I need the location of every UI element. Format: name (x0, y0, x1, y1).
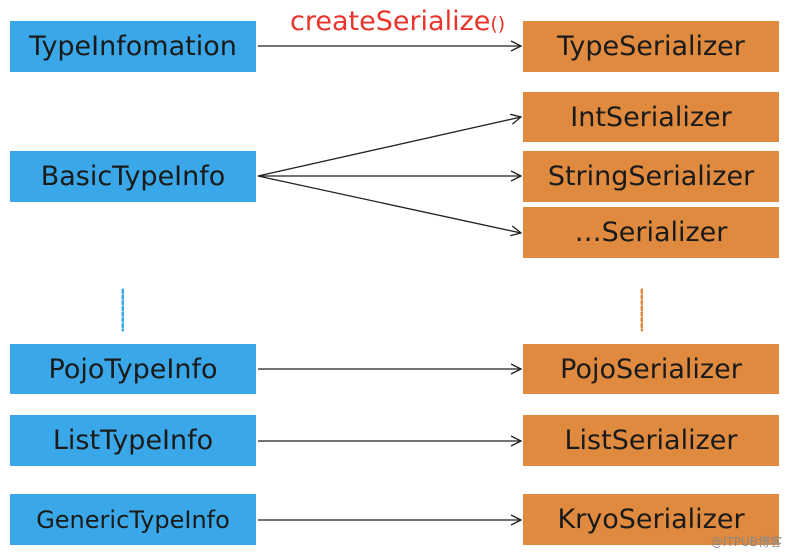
node-pojotypeinfo: PojoTypeInfo (10, 344, 256, 394)
node-intserializer: IntSerializer (523, 92, 779, 142)
watermark: @ITPUB博客 (710, 535, 782, 549)
create-serialize-text: createSerialize (290, 6, 491, 37)
create-serialize-parens: () (490, 13, 506, 35)
node-listserializer: ListSerializer (523, 415, 779, 466)
node-ellipsis-serializer: …Serializer (523, 207, 779, 258)
node-generictypeinfo: GenericTypeInfo (10, 494, 256, 545)
left-continuation-dots (121, 288, 124, 332)
node-kryoserializer: KryoSerializer (523, 494, 779, 545)
node-pojoserializer: PojoSerializer (523, 344, 779, 394)
create-serialize-label: createSerialize() (290, 6, 505, 37)
arrow-basic-to-int (257, 117, 521, 177)
arrow-basic-to-other (257, 175, 521, 233)
node-listtypeinfo: ListTypeInfo (10, 415, 256, 466)
node-stringserializer: StringSerializer (523, 151, 779, 202)
node-typeserializer: TypeSerializer (523, 21, 779, 72)
node-basictypeinfo: BasicTypeInfo (10, 151, 256, 202)
right-continuation-dots (640, 288, 643, 332)
node-typeinfomation: TypeInfomation (10, 21, 256, 72)
